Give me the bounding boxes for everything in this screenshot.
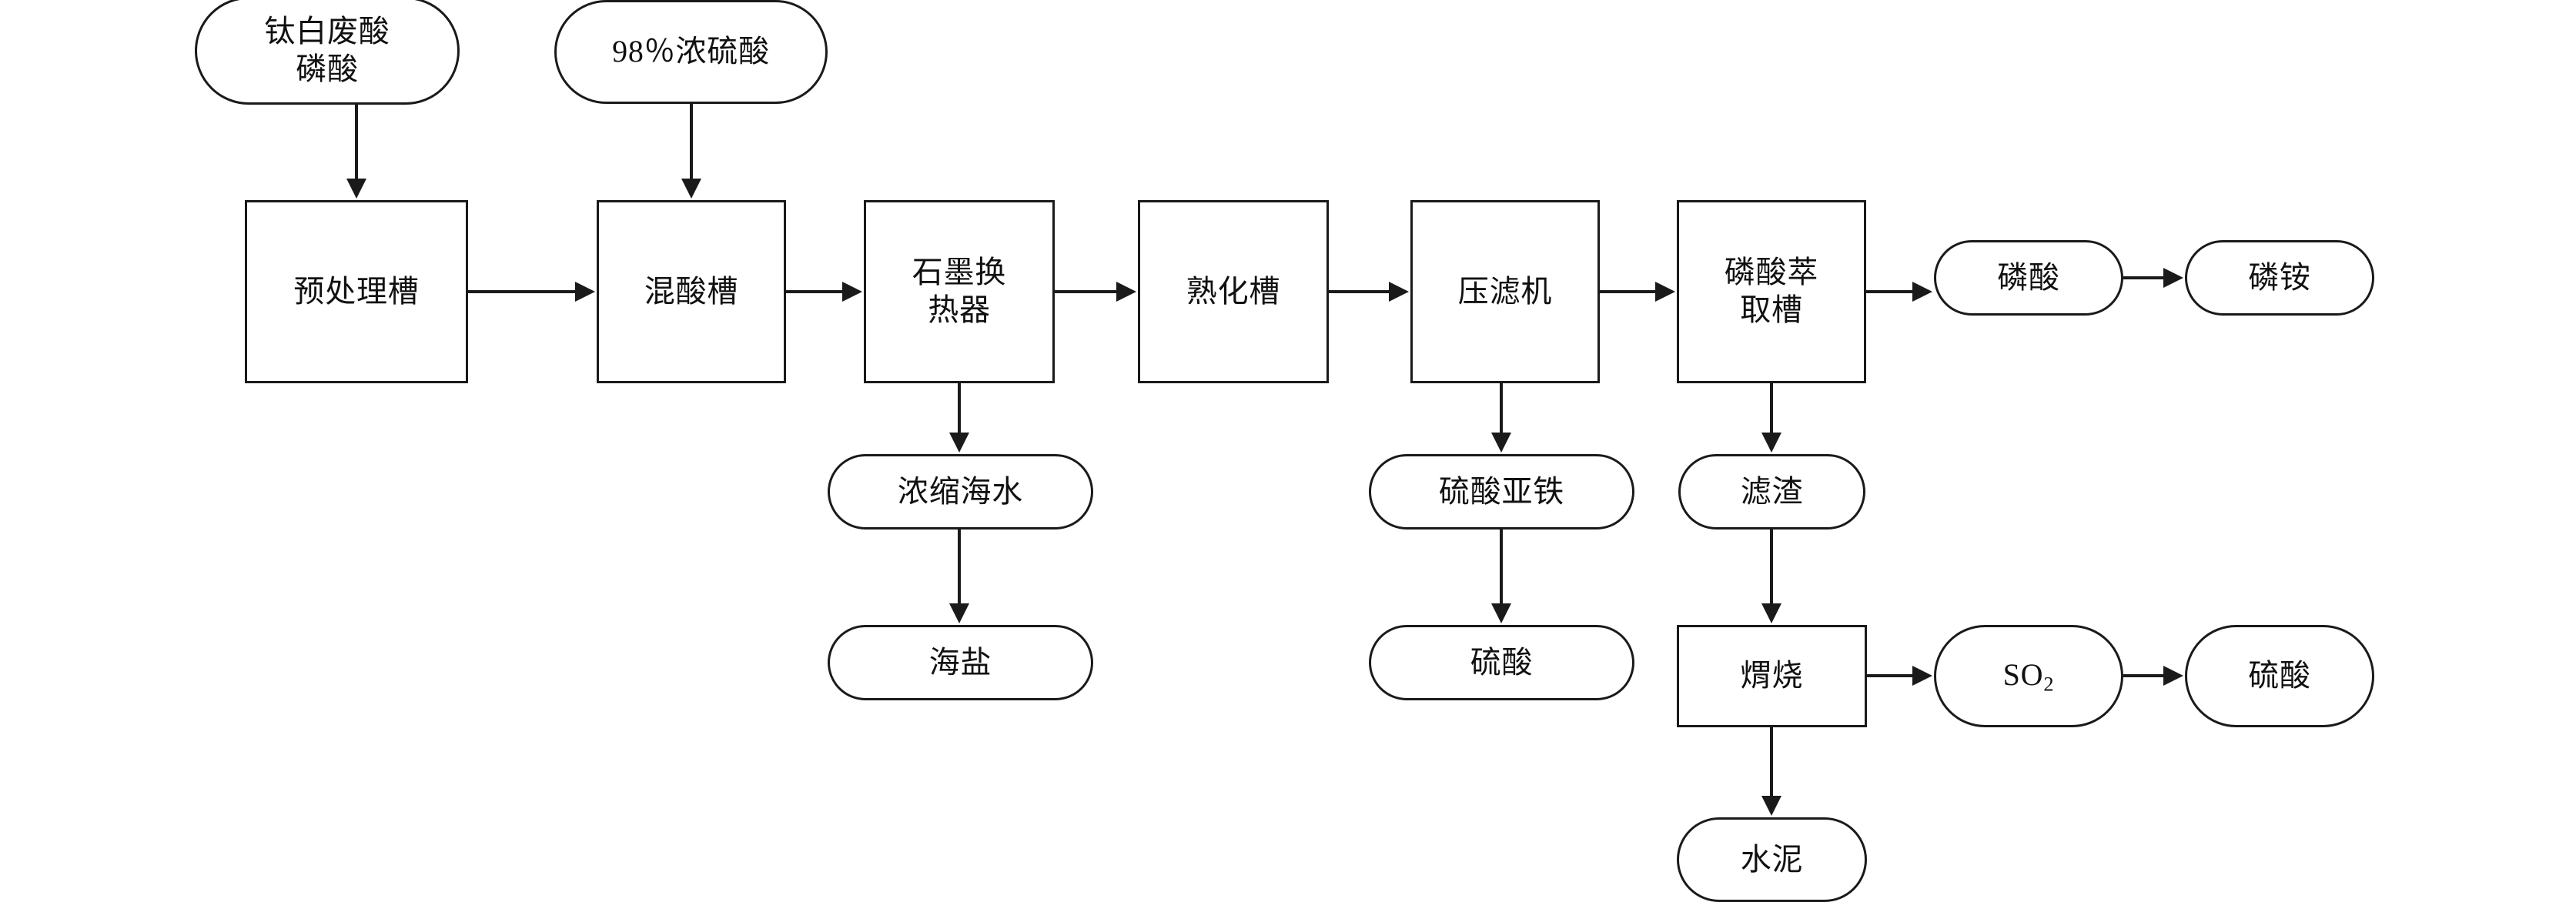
n-concentrated-seawater[interactable]: 浓缩海水: [828, 454, 1093, 530]
edge-n-calcination-to-n-so2: [1867, 666, 1932, 686]
n-calcination[interactable]: 煟烧: [1677, 625, 1867, 727]
n-sea-salt[interactable]: 海盐: [828, 625, 1093, 700]
arrowhead: [1761, 433, 1781, 453]
arrowhead: [346, 179, 366, 199]
arrowhead: [842, 282, 862, 302]
arrowhead: [2163, 268, 2183, 288]
edge-n-ferrous-sulfate-to-n-sulfuric-acid-1: [1491, 530, 1511, 623]
arrowhead: [1116, 282, 1136, 302]
arrowhead: [1389, 282, 1409, 302]
arrowhead: [1491, 433, 1511, 453]
edge-n-titanium-waste-acid-to-n-pretreatment-tank: [346, 105, 366, 199]
n-cement[interactable]: 水泥: [1677, 817, 1867, 902]
n-sulfuric-acid-2-label: 硫酸: [2248, 658, 2311, 693]
n-aging-tank[interactable]: 熟化槽: [1138, 200, 1329, 383]
edge-n-acid-mixing-tank-to-n-graphite-exchanger: [786, 282, 862, 302]
arrowhead: [949, 603, 969, 623]
n-filter-press[interactable]: 压滤机: [1410, 200, 1600, 383]
n-titanium-waste-acid-label: 钛白废酸 磷酸: [264, 14, 390, 86]
edge-n-filter-press-to-n-phosphoric-extractor: [1600, 282, 1675, 302]
n-graphite-exchanger[interactable]: 石墨换 热器: [864, 200, 1055, 383]
n-ferrous-sulfate[interactable]: 硫酸亚铁: [1369, 454, 1634, 530]
edge-n-filter-residue-to-n-calcination: [1761, 530, 1781, 623]
n-sulfuric-acid-98-label: 98％浓硫酸: [612, 34, 770, 69]
n-pretreatment-tank-label: 预处理槽: [293, 273, 420, 309]
n-sulfuric-acid-1-label: 硫酸: [1470, 644, 1534, 680]
n-cement-label: 水泥: [1740, 841, 1804, 877]
n-sulfuric-acid-98[interactable]: 98％浓硫酸: [554, 0, 828, 104]
n-aging-tank-label: 熟化槽: [1186, 273, 1281, 309]
n-so2[interactable]: SO2: [1934, 625, 2123, 727]
n-phosphoric-extractor-label: 磷酸萃 取槽: [1724, 255, 1819, 327]
edge-n-phosphoric-extractor-to-n-filter-residue: [1761, 383, 1781, 453]
n-titanium-waste-acid[interactable]: 钛白废酸 磷酸: [195, 0, 460, 105]
arrowhead: [1912, 282, 1932, 302]
n-concentrated-seawater-label: 浓缩海水: [897, 473, 1024, 509]
n-calcination-label: 煟烧: [1740, 658, 1804, 693]
n-so2-label: SO2: [2002, 656, 2055, 696]
arrowhead: [575, 282, 595, 302]
n-phosphoric-acid-label: 磷酸: [1997, 259, 2060, 295]
arrowhead: [1491, 603, 1511, 623]
n-acid-mixing-tank[interactable]: 混酸槽: [597, 200, 786, 383]
n-ferrous-sulfate-label: 硫酸亚铁: [1438, 473, 1565, 509]
n-filter-press-label: 压滤机: [1457, 273, 1553, 309]
edge-n-so2-to-n-sulfuric-acid-2: [2123, 666, 2183, 686]
edge-n-filter-press-to-n-ferrous-sulfate: [1491, 383, 1511, 453]
n-graphite-exchanger-label: 石墨换 热器: [912, 255, 1007, 327]
n-sulfuric-acid-1[interactable]: 硫酸: [1369, 625, 1634, 700]
n-ammonium-phosphate[interactable]: 磷铵: [2185, 240, 2374, 316]
arrowhead: [2163, 666, 2183, 686]
arrowhead: [949, 433, 969, 453]
edge-n-aging-tank-to-n-filter-press: [1329, 282, 1409, 302]
edge-n-phosphoric-extractor-to-n-phosphoric-acid: [1866, 282, 1932, 302]
edge-n-phosphoric-acid-to-n-ammonium-phosphate: [2123, 268, 2183, 288]
edge-n-sulfuric-acid-98-to-n-acid-mixing-tank: [681, 104, 701, 199]
edge-n-graphite-exchanger-to-n-concentrated-seawater: [949, 383, 969, 453]
n-ammonium-phosphate-label: 磷铵: [2248, 259, 2311, 295]
n-filter-residue-label: 滤渣: [1740, 473, 1804, 509]
arrowhead: [1761, 603, 1781, 623]
n-acid-mixing-tank-label: 混酸槽: [644, 273, 739, 309]
n-sea-salt-label: 海盐: [928, 644, 992, 680]
edge-n-pretreatment-tank-to-n-acid-mixing-tank: [468, 282, 595, 302]
edge-n-concentrated-seawater-to-n-sea-salt: [949, 530, 969, 623]
edge-n-graphite-exchanger-to-n-aging-tank: [1055, 282, 1136, 302]
n-filter-residue[interactable]: 滤渣: [1678, 454, 1865, 530]
arrowhead: [1655, 282, 1675, 302]
n-phosphoric-acid[interactable]: 磷酸: [1934, 240, 2123, 316]
edge-n-calcination-to-n-cement: [1761, 727, 1781, 816]
arrowhead: [1761, 796, 1781, 816]
n-pretreatment-tank[interactable]: 预处理槽: [245, 200, 468, 383]
n-sulfuric-acid-2[interactable]: 硫酸: [2185, 625, 2374, 727]
arrowhead: [681, 179, 701, 199]
n-phosphoric-extractor[interactable]: 磷酸萃 取槽: [1677, 200, 1866, 383]
arrowhead: [1912, 666, 1932, 686]
